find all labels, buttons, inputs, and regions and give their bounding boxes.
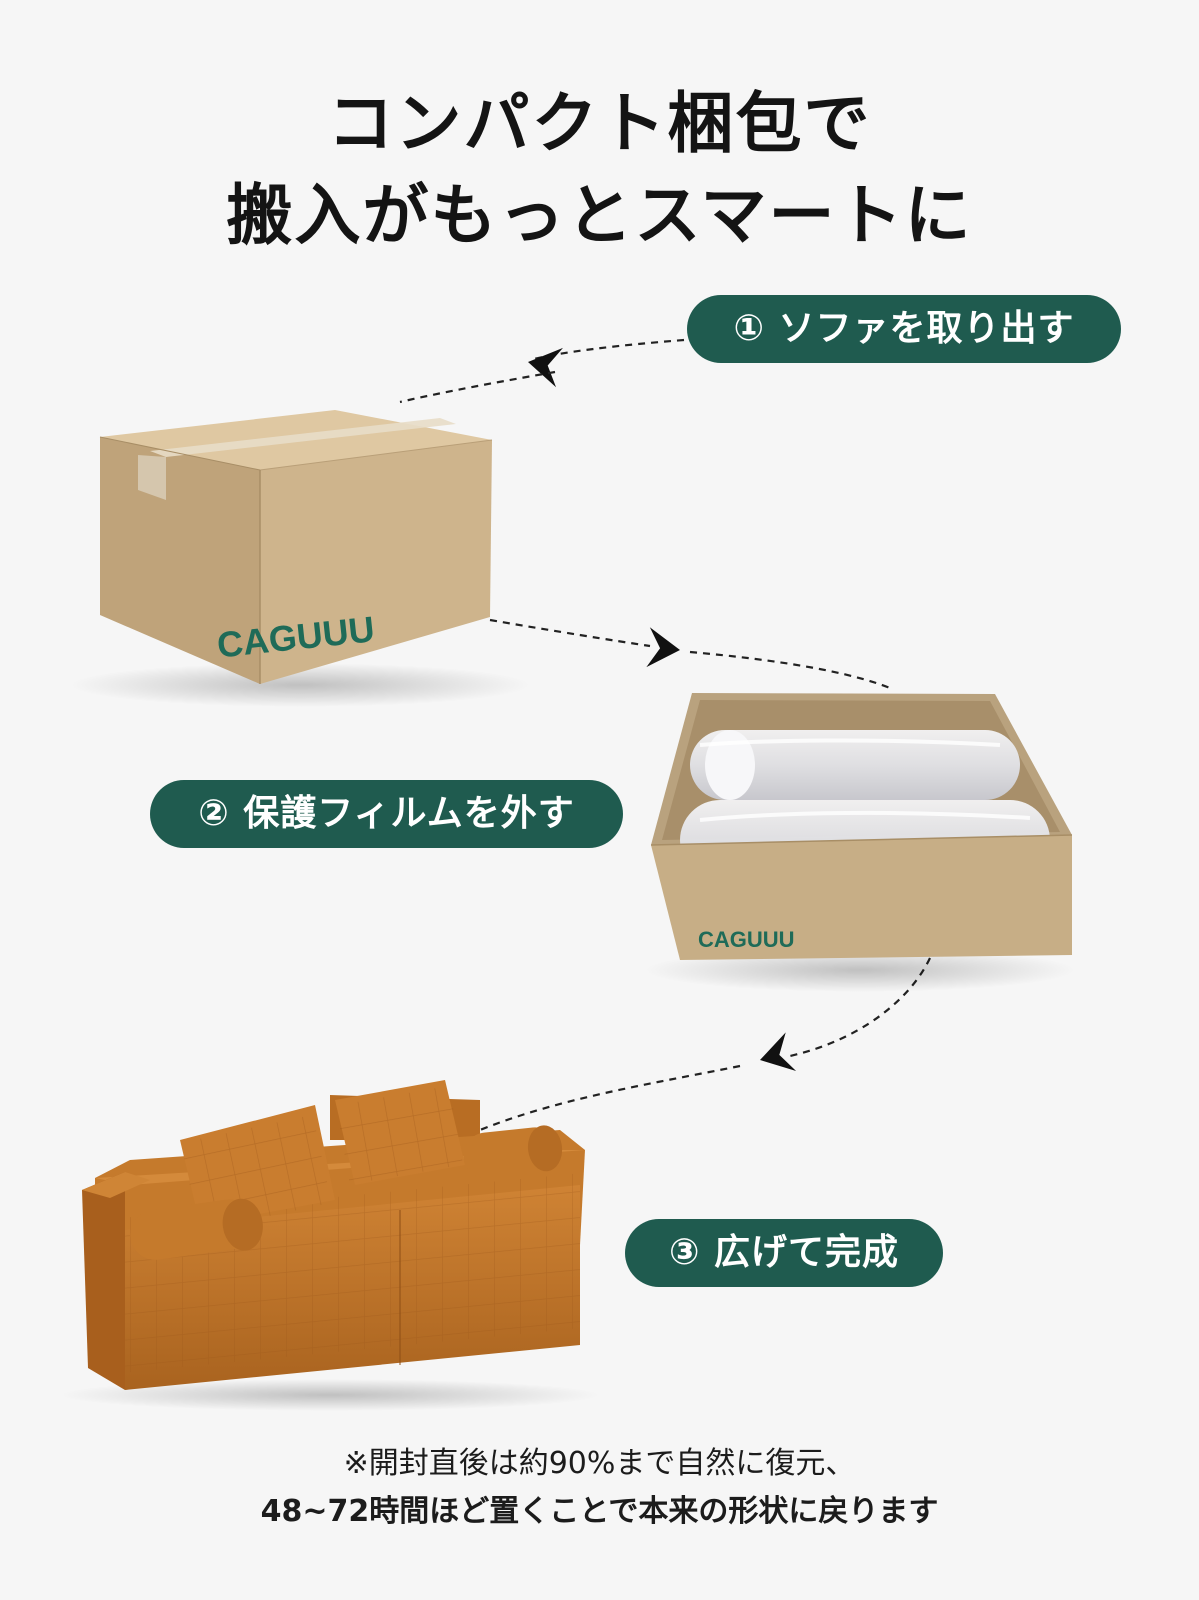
arrowhead-1	[524, 342, 563, 388]
flow-arrow-1b	[399, 370, 556, 404]
footnote-line-1: ※開封直後は約90%まで自然に復元、	[343, 1446, 856, 1481]
closed-box: CAGUUU	[70, 410, 530, 707]
sofa-bolster-right	[463, 1125, 563, 1179]
footnote: ※開封直後は約90%まで自然に復元、 48~72時間ほど置くことで本来の形状に戻…	[0, 1440, 1199, 1536]
title-line-1: コンパクト梱包で	[327, 85, 872, 162]
open-box-brand-logo: CAGUUU	[698, 927, 795, 952]
sofa-pillow-right	[335, 1080, 465, 1185]
flow-arrow-3b	[479, 1064, 741, 1132]
arrowhead-3	[754, 1032, 797, 1080]
sofa-bolster-left	[130, 1198, 263, 1260]
open-box: CAGUUU	[645, 693, 1075, 992]
arrowhead-2	[646, 627, 682, 670]
step-badge-2: ② 保護フィルムを外す	[150, 780, 623, 848]
step-badge-1: ① ソファを取り出す	[687, 295, 1121, 363]
flow-arrow-2b	[689, 650, 891, 690]
flow-arrow-2	[489, 618, 651, 648]
sofa-image	[60, 1080, 600, 1411]
step-badge-3: ③ 広げて完成	[625, 1219, 943, 1287]
page-title: コンパクト梱包で 搬入がもっとスマートに	[0, 78, 1199, 262]
footnote-line-2: 48~72時間ほど置くことで本来の形状に戻ります	[260, 1494, 939, 1529]
title-line-2: 搬入がもっとスマートに	[226, 177, 973, 254]
